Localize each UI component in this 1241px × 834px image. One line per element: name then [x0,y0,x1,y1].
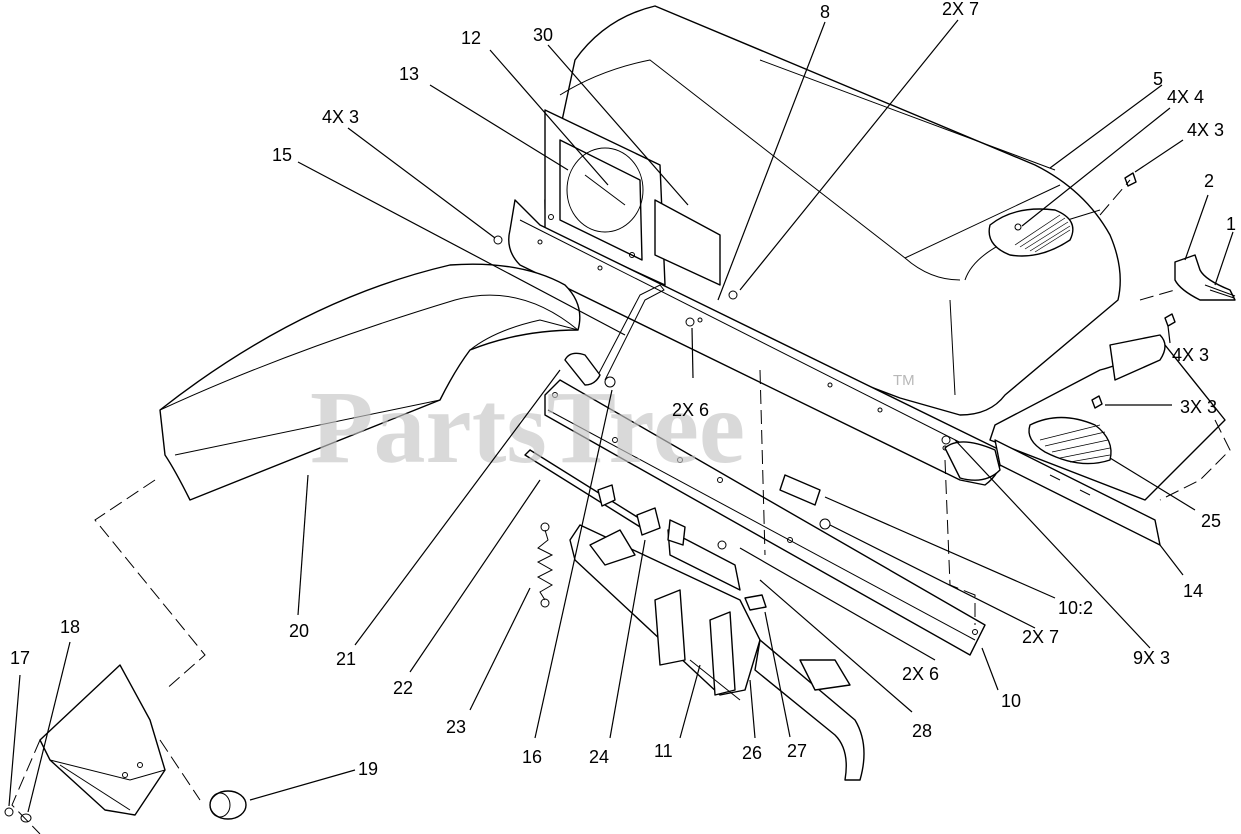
callout-23: 23 [446,717,466,737]
assembly-lines [11,179,1231,834]
callout-26: 26 [742,743,762,763]
callout-3-4x-left: 4X 3 [322,107,359,127]
left-fender [159,263,581,501]
callout-30: 30 [533,25,553,45]
callout-16: 16 [522,747,542,767]
callout-10-2: 10:2 [1058,598,1093,618]
callout-21: 21 [336,649,356,669]
callout-24: 24 [589,747,609,767]
dash-panel [544,109,721,286]
callout-14: 14 [1183,581,1203,601]
callout-3-4x-upper: 4X 3 [1187,120,1224,140]
callout-7-2x-lower: 2X 7 [1022,627,1059,647]
rubber-plug [209,790,247,820]
callout-labels: 1 2 4X 3 4X 4 5 4X 3 3X 3 25 14 2X 7 8 3… [10,0,1236,779]
callout-2: 2 [1204,171,1214,191]
callout-10: 10 [1001,691,1021,711]
callout-12: 12 [461,28,481,48]
clip-hardware [1091,172,1236,409]
callout-19: 19 [358,759,378,779]
callout-22: 22 [393,678,413,698]
extension-spring [536,522,554,608]
chute-deflector [39,664,166,816]
callout-3-3x: 3X 3 [1180,397,1217,417]
lower-rail [544,379,986,656]
callout-28: 28 [912,721,932,741]
callout-6-2x-lower: 2X 6 [902,664,939,684]
callout-15: 15 [272,145,292,165]
lift-lever [564,284,665,388]
callout-3-4x-lower: 4X 3 [1172,345,1209,365]
watermark-tm: TM [893,372,915,389]
callout-25: 25 [1201,511,1221,531]
watermark-text: PartsTree [310,370,745,485]
callout-13: 13 [399,64,419,84]
bushings [597,484,661,536]
callout-6-2x-upper: 2X 6 [672,400,709,420]
pedal-assembly [569,519,865,781]
fasteners [493,235,951,530]
callout-4-4x: 4X 4 [1167,87,1204,107]
callout-8: 8 [820,2,830,22]
callout-9-9x: 9X 3 [1133,648,1170,668]
side-skirt [989,334,1226,546]
callout-11: 11 [654,741,673,761]
screw-washer [4,807,32,823]
callout-27: 27 [787,741,807,761]
callout-18: 18 [60,617,80,637]
callout-17: 17 [10,648,30,668]
callout-7-2x-top: 2X 7 [942,0,979,19]
callout-1: 1 [1226,214,1236,234]
callout-20: 20 [289,621,309,641]
leader-lines [8,19,1234,813]
callout-5: 5 [1153,69,1163,89]
